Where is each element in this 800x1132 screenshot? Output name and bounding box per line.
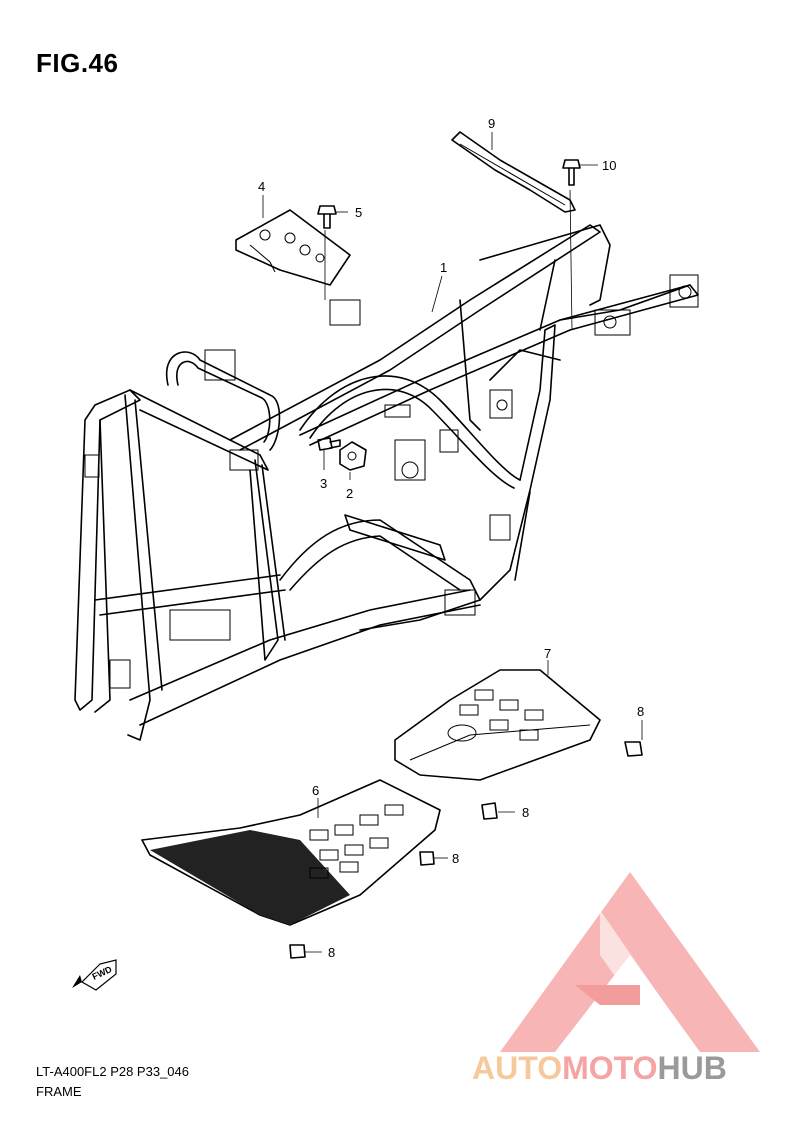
callout-8-a: 8: [637, 704, 644, 719]
figure-caption: FRAME: [36, 1084, 82, 1099]
callout-1: 1: [440, 260, 447, 275]
callout-8-d: 8: [328, 945, 335, 960]
callout-5: 5: [355, 205, 362, 220]
rear-skid-plate-7: [394, 669, 601, 781]
fwd-arrow-icon: FWD: [72, 959, 117, 991]
callout-4: 4: [258, 179, 265, 194]
plate-2: [339, 441, 367, 471]
rear-bracket-bar: [451, 131, 576, 213]
callout-8-b: 8: [522, 805, 529, 820]
bolt-8-d: [289, 944, 306, 959]
bolt-8-a: [624, 741, 643, 757]
callout-6: 6: [312, 783, 319, 798]
callout-10: 10: [602, 158, 616, 173]
callout-7: 7: [544, 646, 551, 661]
callout-8-c: 8: [452, 851, 459, 866]
bolt-5: [317, 205, 337, 229]
main-frame: [74, 224, 699, 741]
figure-title: FIG.46: [36, 48, 119, 78]
callout-3: 3: [320, 476, 327, 491]
watermark-text: AUTOMOTOHUB: [472, 1050, 727, 1087]
leader-lines: [262, 132, 643, 953]
bolt-8-b: [481, 802, 498, 820]
bolt-3: [317, 437, 341, 451]
front-skid-plate-6: [141, 779, 441, 926]
bracket-plate-4: [235, 209, 351, 286]
bolt-8-c: [419, 851, 435, 866]
watermark-hub: HUB: [657, 1050, 727, 1086]
watermark-logo: [500, 872, 760, 1052]
watermark-auto: AUTO: [472, 1050, 563, 1086]
figure-code: LT-A400FL2 P28 P33_046: [36, 1064, 189, 1079]
callout-2: 2: [346, 486, 353, 501]
watermark-moto: MOTO: [562, 1050, 658, 1086]
callout-9: 9: [488, 116, 495, 131]
bolt-10: [562, 159, 581, 186]
